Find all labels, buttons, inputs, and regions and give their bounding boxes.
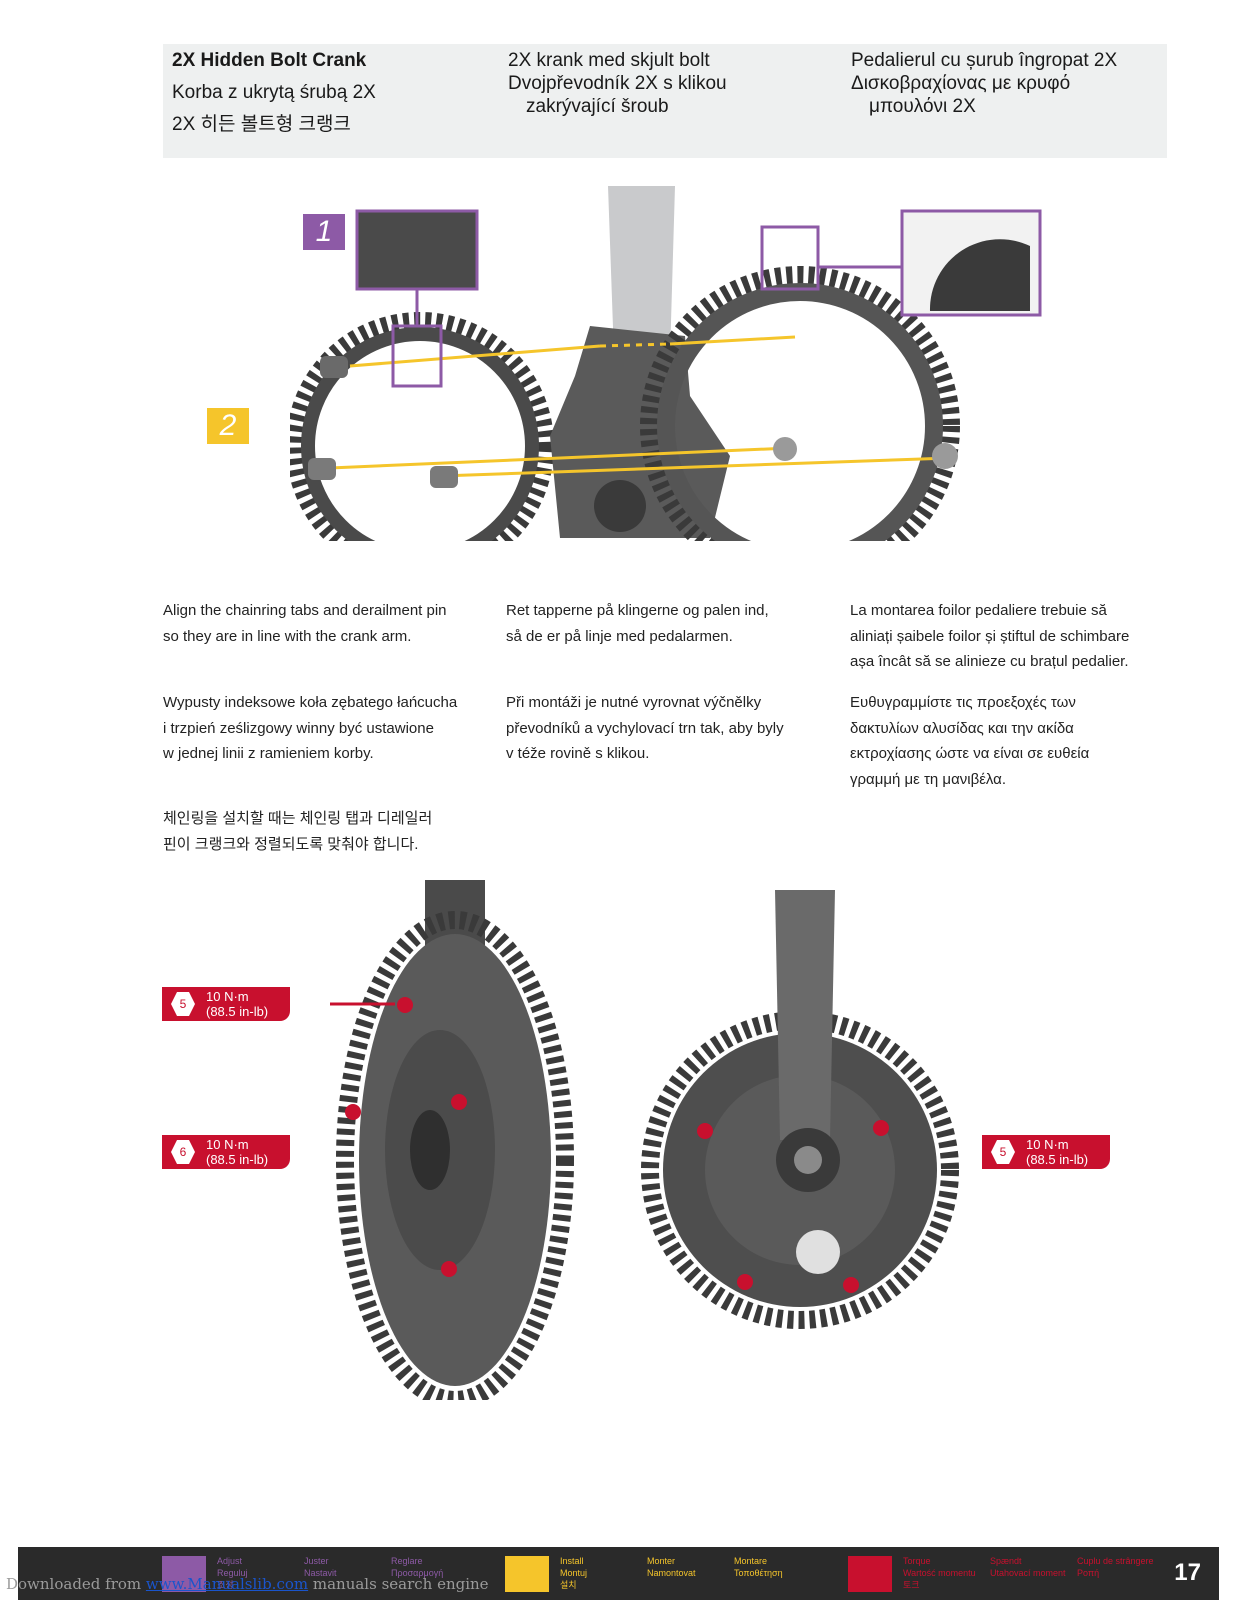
manualslib-link[interactable]: www.Manualslib.com (145, 1575, 309, 1593)
rear-view-crankset (336, 880, 574, 1400)
legend-cuplu: Cuplu de strângere Ροπή (1077, 1556, 1154, 1578)
instruction-korean: 체인링을 설치할 때는 체인링 탭과 디레일러 핀이 크랭크와 정렬되도록 맞춰… (163, 810, 433, 853)
torque-badge-top-left: 5 10 N·m (88.5 in-lb) (162, 987, 290, 1021)
torque-value: 10 N·m (88.5 in-lb) (206, 989, 269, 1019)
chainring-bolts (308, 356, 958, 488)
exploded-crank-illustration (290, 186, 1080, 556)
page-number: 17 (1174, 1559, 1201, 1586)
torque-illustration (330, 880, 959, 1400)
legend-montare: Montare Τοποθέτηση (734, 1556, 783, 1578)
title-column-1: 2X Hidden Bolt Crank Korba z ukrytą śrub… (172, 50, 376, 146)
torque-color-key-icon (848, 1556, 892, 1592)
title-english: 2X Hidden Bolt Crank (172, 50, 367, 71)
hex-key-icon: 5 (171, 992, 195, 1016)
instruction-english: Align the chainring tabs and derailment … (163, 602, 447, 645)
hex-key-icon: 6 (171, 1140, 195, 1164)
front-view-crankset (641, 890, 959, 1329)
instruction-romanian: La montarea foilor pedaliere trebuie să … (850, 602, 1130, 670)
adjust-color-key-icon (162, 1556, 206, 1592)
crank-arm (550, 186, 730, 538)
download-watermark: Downloaded from www.Manualslib.com manua… (6, 1575, 489, 1593)
legend-install: Install Montuj 설치 (560, 1556, 588, 1590)
torque-badge-mid-left: 6 10 N·m (88.5 in-lb) (162, 1135, 290, 1169)
detail-callouts (355, 209, 1042, 388)
instruction-greek: Ευθυγραμμίστε τις προεξοχές των δακτυλίω… (850, 694, 1090, 788)
instruction-polish: Wypusty indeksowe koła zębatego łańcucha… (163, 694, 458, 762)
legend-juster: Juster Nastavit (304, 1556, 337, 1578)
title-korean: 2X 히든 볼트형 크랭크 (172, 114, 351, 135)
legend-spaendt: Spændt Utahovací moment (990, 1556, 1066, 1578)
legend-monter: Monter Namontovat (647, 1556, 696, 1578)
title-column-3: Pedalierul cu șurub îngropat 2X Δισκοβρα… (851, 50, 1117, 119)
hex-key-icon: 5 (991, 1140, 1015, 1164)
torque-badge-right: 5 10 N·m (88.5 in-lb) (982, 1135, 1110, 1169)
title-greek-cont: μπουλόνι 2X (869, 96, 976, 117)
torque-value: 10 N·m (88.5 in-lb) (206, 1137, 269, 1167)
instruction-danish: Ret tapperne på klingerne og palen ind, … (506, 602, 769, 645)
footer-legend: Adjust Reguluj 조정 Juster Nastavit Reglar… (18, 1547, 1219, 1600)
title-danish: 2X krank med skjult bolt (508, 50, 710, 71)
title-czech-cont: zakrývající šroub (526, 96, 669, 117)
title-czech: Dvojpřevodník 2X s klikou (508, 73, 727, 94)
legend-torque: Torque Wartość momentu 토크 (903, 1556, 976, 1590)
title-polish: Korba z ukrytą śrubą 2X (172, 82, 376, 103)
title-column-2: 2X krank med skjult bolt Dvojpřevodník 2… (508, 50, 727, 119)
outer-chainring (640, 266, 965, 556)
legend-adjust: Adjust Reguluj 조정 (217, 1556, 248, 1590)
title-band: 2X Hidden Bolt Crank Korba z ukrytą śrub… (163, 44, 1167, 158)
legend-reglare: Reglare Προσαρμογή (391, 1556, 444, 1578)
instruction-czech: Při montáži je nutné vyrovnat výčnělky p… (506, 694, 784, 762)
title-greek: Δισκοβραχίονας με κρυφό (851, 73, 1071, 94)
title-romanian: Pedalierul cu șurub îngropat 2X (851, 50, 1118, 71)
torque-value: 10 N·m (88.5 in-lb) (1026, 1137, 1089, 1167)
step-badge-1: 1 (303, 214, 345, 250)
step-badge-2: 2 (207, 408, 249, 444)
install-color-key-icon (505, 1556, 549, 1592)
